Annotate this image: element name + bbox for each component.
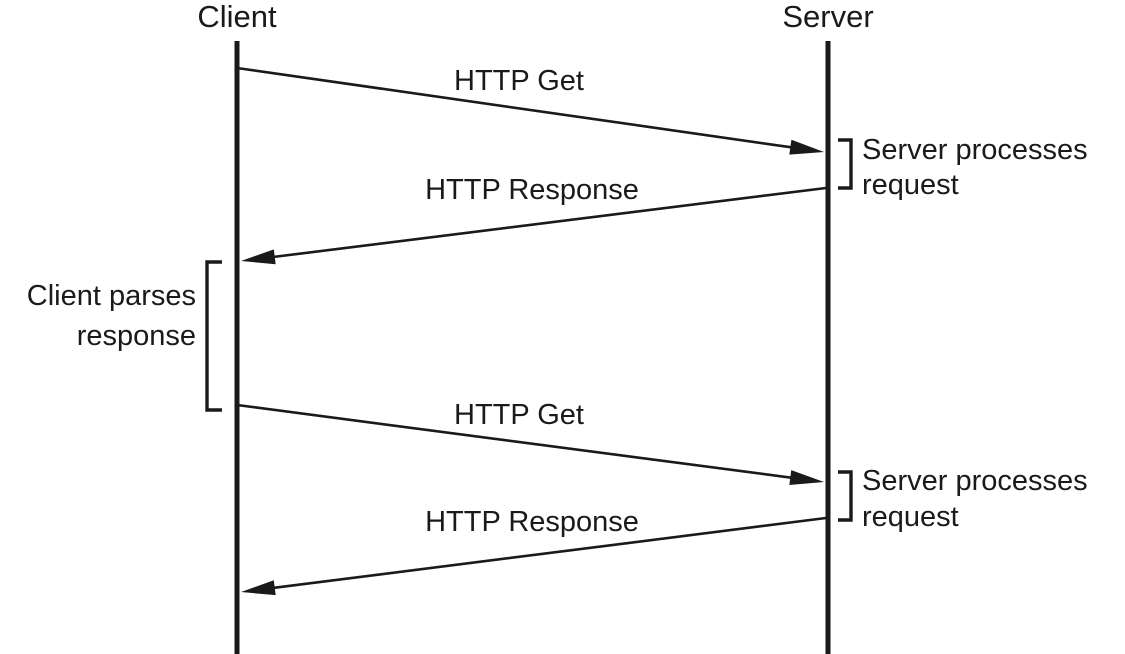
bracket-icon-server-processes-request-2 — [838, 470, 853, 522]
note-text-client-parses-response-line1: Client parses — [27, 280, 196, 312]
message-label-http-get-2: HTTP Get — [454, 399, 584, 431]
note-text-server-processes-request-2-line2: request — [862, 501, 959, 533]
message-group-http-get-2: HTTP Get — [236, 399, 824, 486]
message-arrow-http-response-2 — [271, 516, 827, 590]
note-text-server-processes-request-1-line1: Server processes — [862, 134, 1088, 166]
note-group-server-processes-request-1: Server processes request — [838, 134, 1088, 201]
message-arrow-http-get-2 — [236, 403, 794, 480]
message-arrow-http-response-1 — [271, 186, 827, 259]
bracket-icon-server-processes-request-1 — [838, 138, 853, 190]
arrowhead-icon-http-response-1 — [241, 249, 276, 265]
message-label-http-response-2: HTTP Response — [425, 506, 639, 538]
arrowhead-icon-http-get-2 — [789, 470, 824, 486]
arrowhead-icon-http-response-2 — [241, 580, 276, 596]
message-group-http-response-1: HTTP Response — [241, 174, 827, 265]
message-group-http-get-1: HTTP Get — [236, 65, 824, 155]
note-group-client-parses-response: Client parses response — [27, 260, 222, 412]
message-label-http-response-1: HTTP Response — [425, 174, 639, 206]
note-text-server-processes-request-1-line2: request — [862, 169, 959, 201]
message-label-http-get-1: HTTP Get — [454, 65, 584, 97]
actor-label-server: Server — [782, 0, 873, 34]
arrowhead-icon-http-get-1 — [789, 139, 824, 155]
note-text-client-parses-response-line2: response — [77, 320, 196, 352]
message-group-http-response-2: HTTP Response — [241, 506, 827, 596]
note-text-server-processes-request-2-line1: Server processes — [862, 465, 1088, 497]
note-group-server-processes-request-2: Server processes request — [838, 465, 1088, 533]
actor-label-client: Client — [197, 0, 277, 34]
bracket-icon-client-parses-response — [205, 260, 222, 412]
message-arrow-http-get-1 — [236, 66, 794, 149]
